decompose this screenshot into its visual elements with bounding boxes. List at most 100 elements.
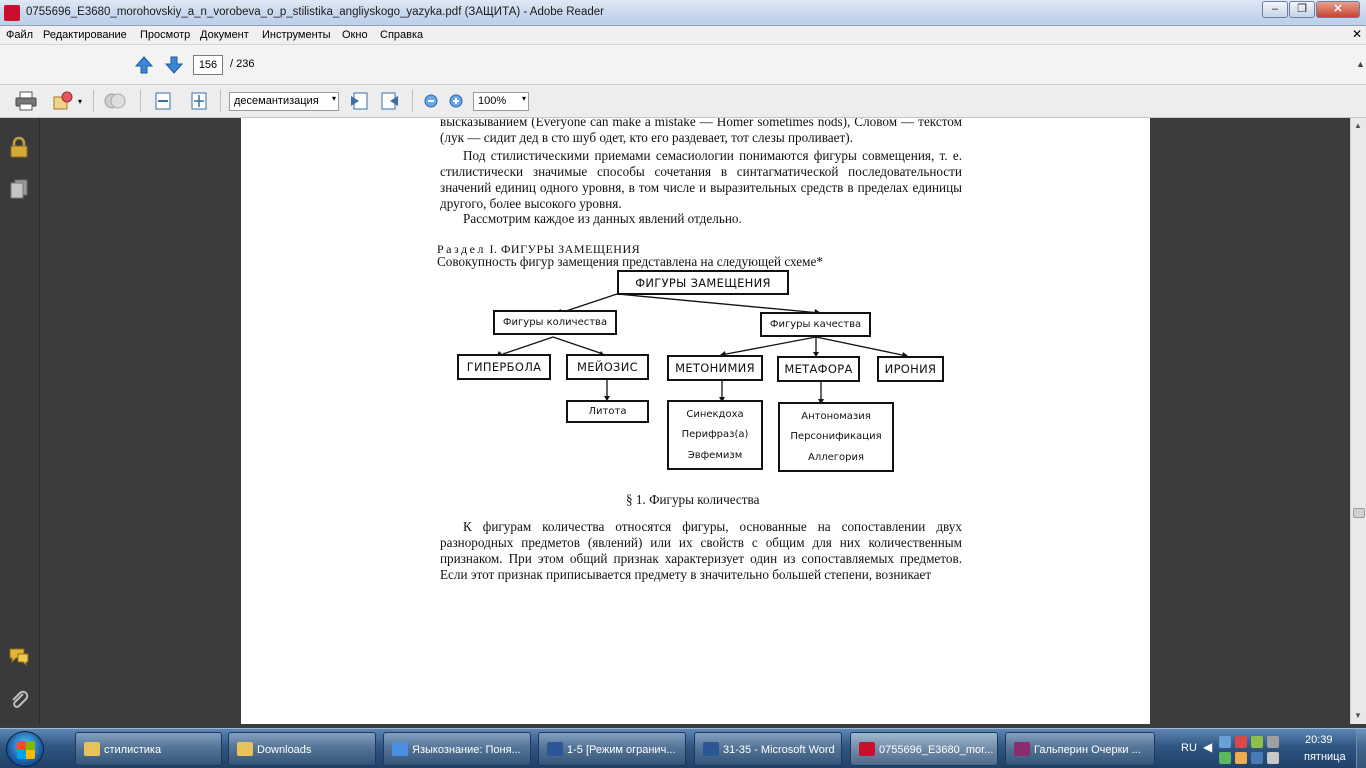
previous-view-icon[interactable] bbox=[348, 91, 370, 111]
taskbar-button-label: 31-35 - Microsoft Word bbox=[723, 744, 835, 756]
diagram-root-box: ФИГУРЫ ЗАМЕЩЕНИЯ bbox=[617, 270, 789, 295]
folder-icon bbox=[84, 742, 100, 756]
toolbar-separator bbox=[93, 90, 94, 112]
alert-icon[interactable] bbox=[1235, 752, 1247, 764]
paragraph-consider: Рассмотрим каждое из данных явлений отде… bbox=[463, 211, 742, 226]
next-page-icon[interactable] bbox=[164, 55, 184, 75]
menu-edit[interactable]: Редактирование bbox=[43, 29, 127, 41]
folder-icon bbox=[237, 742, 253, 756]
section-prefix: Раздел bbox=[437, 242, 486, 256]
window-title: 0755696_E3680_morohovskiy_a_n_vorobeva_o… bbox=[26, 6, 604, 18]
word-icon bbox=[547, 742, 563, 756]
maximize-button[interactable]: ❐ bbox=[1289, 1, 1315, 18]
diagram-quantity-box: Фигуры количества bbox=[493, 310, 617, 335]
tool-select-dropdown[interactable]: десемантизация ▾ bbox=[229, 92, 339, 111]
menu-help[interactable]: Справка bbox=[380, 29, 424, 41]
adobe-reader-icon bbox=[4, 5, 20, 21]
fit-page-icon[interactable] bbox=[188, 91, 210, 111]
share-icon[interactable] bbox=[52, 91, 74, 111]
taskbar-button[interactable]: Языкознание: Поня... bbox=[383, 732, 531, 766]
diagram-list-item: Аллегория bbox=[807, 452, 864, 464]
diagram-hyperbole-box: ГИПЕРБОЛА bbox=[457, 354, 551, 380]
menu-tools[interactable]: Инструменты bbox=[262, 29, 331, 41]
clock-day[interactable]: пятница bbox=[1304, 751, 1346, 763]
toolbar-scroll-arrow[interactable]: ▲ bbox=[1356, 59, 1365, 69]
menu-window[interactable]: Окно bbox=[342, 29, 368, 41]
paragraph-top: высказыванием (Everyone can make a mista… bbox=[440, 118, 962, 145]
document-viewport[interactable]: высказыванием (Everyone can make a mista… bbox=[40, 118, 1350, 724]
chrome-icon bbox=[392, 742, 408, 756]
title-bar: 0755696_E3680_morohovskiy_a_n_vorobeva_o… bbox=[0, 0, 1366, 26]
power-icon[interactable] bbox=[1251, 752, 1263, 764]
diagram-irony-box: ИРОНИЯ bbox=[877, 356, 944, 382]
diagram-metonymy-box: МЕТОНИМИЯ bbox=[667, 355, 763, 381]
paragraph-stylistic-devices: Под стилистическими приемами семасиологи… bbox=[440, 148, 962, 211]
print-icon[interactable] bbox=[15, 91, 37, 111]
zoom-in-icon[interactable] bbox=[447, 91, 469, 111]
previous-page-icon[interactable] bbox=[134, 55, 154, 75]
winrar-icon bbox=[1014, 742, 1030, 756]
collaborate-icon[interactable] bbox=[104, 91, 126, 111]
start-button[interactable] bbox=[6, 731, 44, 767]
clock-time[interactable]: 20:39 bbox=[1305, 734, 1333, 746]
toolbar-separator bbox=[140, 90, 141, 112]
taskbar-button-label: Языкознание: Поня... bbox=[412, 744, 521, 756]
paragraph-quantity-figures: К фигурам количества относятся фигуры, о… bbox=[440, 519, 962, 582]
close-button[interactable]: ✕ bbox=[1316, 1, 1360, 18]
diagram-meiosis-box: МЕЙОЗИС bbox=[566, 354, 649, 380]
system-tray: RU ◀ 20:39 пятница bbox=[1175, 729, 1366, 768]
page-number-input[interactable] bbox=[193, 55, 223, 75]
next-view-icon[interactable] bbox=[379, 91, 401, 111]
word-icon bbox=[703, 742, 719, 756]
main-toolbar: ▾ десемантизация ▾ 100% ▾ bbox=[0, 85, 1366, 118]
taskbar-button[interactable]: 1-5 [Режим огранич... bbox=[538, 732, 686, 766]
attachments-icon[interactable] bbox=[8, 688, 30, 710]
chevron-down-icon: ▾ bbox=[521, 94, 526, 103]
taskbar-button-label: стилистика bbox=[104, 744, 162, 756]
comments-icon[interactable] bbox=[8, 646, 30, 668]
scrollbar-thumb[interactable] bbox=[1353, 508, 1365, 518]
close-document-icon[interactable]: ✕ bbox=[1352, 27, 1363, 41]
show-desktop-button[interactable] bbox=[1356, 729, 1366, 768]
taskbar-button-label: Downloads bbox=[257, 744, 312, 756]
taskbar-button[interactable]: Гальперин Очерки ... bbox=[1005, 732, 1155, 766]
taskbar-button[interactable]: 0755696_E3680_mor... bbox=[850, 732, 998, 766]
diagram-litotes-box: Литота bbox=[566, 400, 649, 423]
diagram-list-item: Антономазия bbox=[801, 410, 871, 422]
lock-icon[interactable] bbox=[8, 136, 30, 158]
vertical-scrollbar[interactable]: ▲ ▼ bbox=[1350, 118, 1366, 724]
diagram-metaphor-list: Антономазия Персонификация Аллегория bbox=[778, 402, 894, 472]
scheme-intro: Совокупность фигур замещения представлен… bbox=[437, 254, 823, 269]
pdf-icon bbox=[859, 742, 875, 756]
update-icon[interactable] bbox=[1251, 736, 1263, 748]
security-icon[interactable] bbox=[1219, 752, 1231, 764]
scroll-down-icon[interactable]: ▼ bbox=[1354, 711, 1362, 720]
share-dropdown-icon[interactable]: ▾ bbox=[78, 97, 83, 106]
show-hidden-icons-icon[interactable]: ◀ bbox=[1203, 740, 1213, 754]
antivirus-icon[interactable] bbox=[1235, 736, 1247, 748]
menu-document[interactable]: Документ bbox=[200, 29, 249, 41]
diagram-quality-box: Фигуры качества bbox=[760, 312, 871, 337]
diagram-list-item: Синекдоха bbox=[686, 408, 744, 420]
taskbar-button-label: 0755696_E3680_mor... bbox=[879, 744, 994, 756]
network-icon[interactable] bbox=[1219, 736, 1231, 748]
fit-width-icon[interactable] bbox=[152, 91, 174, 111]
menu-file[interactable]: Файл bbox=[6, 29, 34, 41]
taskbar-button[interactable]: 31-35 - Microsoft Word bbox=[694, 732, 842, 766]
windows-taskbar: стилистика Downloads Языкознание: Поня... 1… bbox=[0, 728, 1366, 768]
device-icon[interactable] bbox=[1267, 736, 1279, 748]
pages-icon[interactable] bbox=[8, 178, 30, 200]
language-indicator[interactable]: RU bbox=[1181, 742, 1197, 754]
taskbar-button-label: 1-5 [Режим огранич... bbox=[567, 744, 676, 756]
page-total: / 236 bbox=[230, 58, 255, 70]
scroll-up-icon[interactable]: ▲ bbox=[1354, 121, 1362, 130]
zoom-level-value: 100% bbox=[478, 95, 507, 107]
zoom-level-dropdown[interactable]: 100% ▾ bbox=[473, 92, 529, 111]
taskbar-button[interactable]: стилистика bbox=[75, 732, 222, 766]
minimize-button[interactable]: – bbox=[1262, 1, 1288, 18]
taskbar-button[interactable]: Downloads bbox=[228, 732, 376, 766]
zoom-out-icon[interactable] bbox=[422, 91, 444, 111]
subsection-title: § 1. Фигуры количества bbox=[626, 492, 760, 507]
menu-view[interactable]: Просмотр bbox=[140, 29, 191, 41]
volume-icon[interactable] bbox=[1267, 752, 1279, 764]
